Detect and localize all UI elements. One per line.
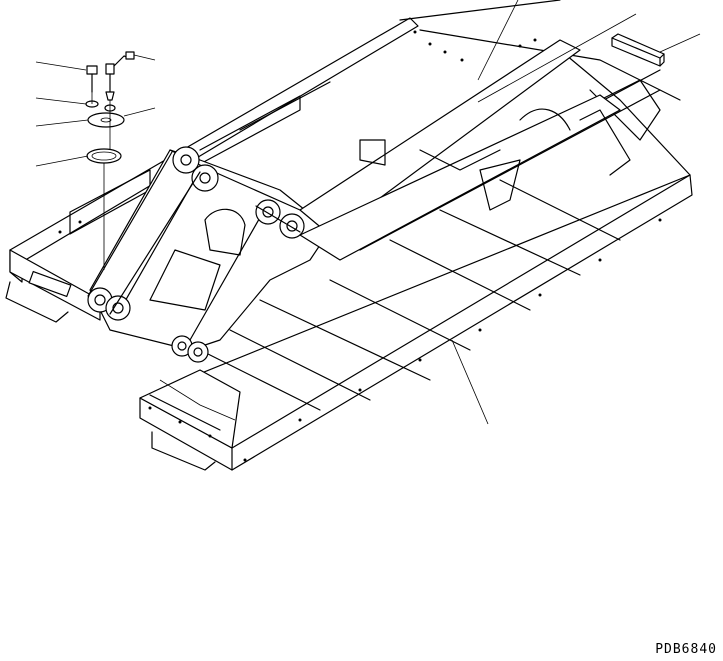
loose-bar-part [612,34,664,66]
callout-leaders [36,0,700,424]
boom-support [88,147,330,362]
drawing-code: PDB6840 [655,642,717,657]
upper-beams [300,40,630,260]
frame-bolt-dots [58,30,662,462]
